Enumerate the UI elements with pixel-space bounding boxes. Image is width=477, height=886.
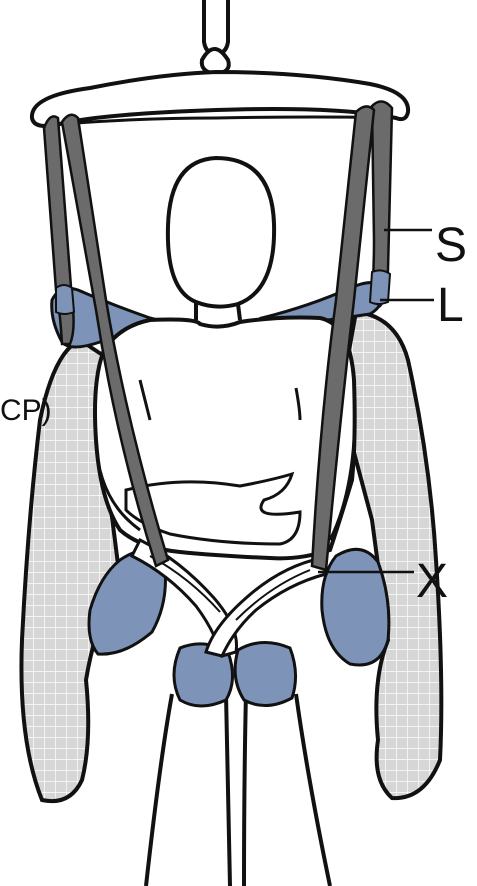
right-knee-pad bbox=[235, 642, 295, 705]
right-leg-pad bbox=[322, 549, 389, 665]
right-leg bbox=[244, 692, 330, 886]
left-strap-loop-tab bbox=[56, 285, 74, 314]
label-cp: CP) bbox=[0, 396, 52, 426]
head bbox=[168, 158, 274, 307]
label-x: X bbox=[416, 558, 448, 606]
label-s: S bbox=[435, 222, 467, 270]
left-leg bbox=[146, 694, 230, 886]
label-l: L bbox=[437, 282, 464, 330]
lift-hook bbox=[202, 0, 229, 74]
